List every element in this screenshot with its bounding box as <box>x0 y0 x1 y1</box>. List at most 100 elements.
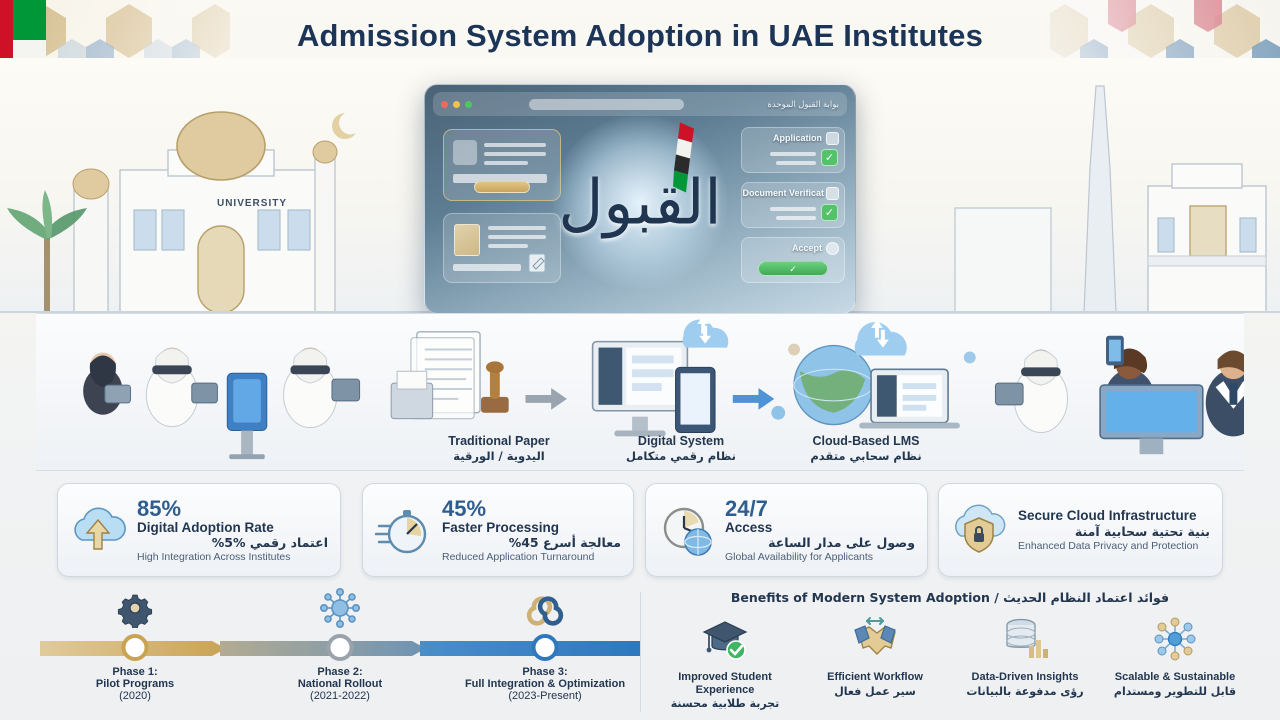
timeline-label-phase-2: Phase 2: National Rollout (2021-2022) <box>225 666 455 702</box>
emirati-users-group <box>83 347 361 460</box>
graduation-cap-check-icon <box>702 621 748 660</box>
stat-sublabel: Global Availability for Applicants <box>725 551 874 564</box>
stat-text: 85% Digital Adoption Rate اعتماد رقمي %5… <box>137 497 328 563</box>
flow-label-traditional-paper: Traditional Paper اليدوية / الورقية <box>409 434 589 463</box>
stat-sublabel: Enhanced Data Privacy and Protection <box>1018 539 1199 552</box>
benefit-label-ar: سير عمل فعال <box>834 684 916 698</box>
benefit-item-efficient-workflow[interactable]: Efficient Workflow سير عمل فعال <box>800 616 950 710</box>
adoption-flow-band: Traditional Paper اليدوية / الورقية Digi… <box>36 313 1244 471</box>
flow-label-en: Cloud-Based LMS <box>812 434 920 448</box>
section-divider <box>640 592 641 712</box>
stat-label-ar: بنية تحتية سحابية آمنة <box>1074 523 1210 539</box>
stat-card-secure-cloud[interactable]: Secure Cloud Infrastructure بنية تحتية س… <box>938 483 1223 577</box>
close-dot-icon[interactable] <box>441 100 448 108</box>
handshake-icon <box>854 617 896 655</box>
phase-title: National Rollout <box>297 678 383 690</box>
portal-name-arabic: بوابة القبول الموحدة <box>767 98 839 109</box>
stat-sublabel: High Integration Across Institutes <box>137 551 291 564</box>
step-card-document-verification[interactable]: Document Verificat ✓ <box>741 182 845 228</box>
shield-icon <box>826 242 839 255</box>
check-icon: ✓ <box>821 204 838 221</box>
maximize-dot-icon[interactable] <box>465 100 472 108</box>
flow-label-ar: نظام سحابي متقدم <box>810 449 922 463</box>
stat-label-ar: وصول على مدار الساعة <box>768 535 915 551</box>
text-line <box>770 152 816 156</box>
phase-years: (2021-2022) <box>310 690 370 702</box>
admission-portal-browser-mock[interactable]: بوابة القبول الموحدة <box>424 84 856 314</box>
text-line <box>484 161 528 165</box>
timeline-node-phase-2[interactable] <box>326 634 354 661</box>
stat-card-faster-processing[interactable]: 45% Faster Processing معالجة أسرع 45% Re… <box>362 483 634 577</box>
benefit-label-en: Improved Student Experience <box>678 671 772 696</box>
step-card-accept[interactable]: Accept ✓ <box>741 237 845 283</box>
timeline-label-phase-3: Phase 3: Full Integration & Optimization… <box>430 666 660 702</box>
stat-label-en: Faster Processing <box>442 519 560 535</box>
text-line <box>776 161 816 165</box>
gear-icon <box>117 594 153 628</box>
stat-card-24-7-access[interactable]: 24/7 Access وصول على مدار الساعة Global … <box>645 483 928 577</box>
stat-text: 24/7 Access وصول على مدار الساعة Global … <box>725 497 915 563</box>
stopwatch-icon <box>375 510 427 554</box>
admission-calligraphy-logo: القبول <box>552 114 728 291</box>
benefit-label-ar: رؤى مدفوعة بالبيانات <box>966 684 1084 698</box>
step-label: Document Verificat <box>742 188 824 198</box>
calligraphy-glow <box>552 114 728 291</box>
flow-label-en: Traditional Paper <box>448 434 550 448</box>
minimize-dot-icon[interactable] <box>453 100 460 108</box>
accept-button[interactable]: ✓ <box>758 261 828 276</box>
timeline-label-phase-1: Phase 1: Pilot Programs (2020) <box>20 666 250 702</box>
step-label: Application <box>773 133 822 143</box>
stat-value: 85% <box>137 495 182 521</box>
step-card-application[interactable]: Application ✓ <box>741 127 845 173</box>
hero-illustration: UNIVERSITY بوابة القبول الموحدة <box>0 58 1280 314</box>
phase-name: Phase 1: <box>112 666 158 678</box>
input-field[interactable] <box>453 174 547 183</box>
benefits-heading: فوائد اعتماد النظام الحديث / Benefits of… <box>730 590 1170 605</box>
browser-titlebar: بوابة القبول الموحدة <box>433 92 847 116</box>
text-line <box>488 235 546 239</box>
stat-sublabel: Reduced Application Turnaround <box>442 551 595 564</box>
submit-button[interactable] <box>474 181 530 193</box>
cloud-lock-shield-icon <box>955 504 1006 553</box>
stat-text: 45% Faster Processing معالجة أسرع 45% Re… <box>442 497 621 563</box>
clock-globe-icon <box>663 507 712 556</box>
applicant-profile-card[interactable] <box>443 129 561 201</box>
text-line <box>488 244 528 248</box>
professionals-group <box>994 335 1244 455</box>
page-title: Admission System Adoption in UAE Institu… <box>296 18 984 53</box>
timeline-node-phase-1[interactable] <box>121 634 149 661</box>
paper-stack-icon <box>390 331 509 420</box>
flow-label-ar: نظام رقمي متكامل <box>626 449 736 463</box>
benefit-item-student-experience[interactable]: Improved Student Experience تجربة طلابية… <box>650 616 800 710</box>
benefit-item-data-insights[interactable]: Data-Driven Insights رؤى مدفوعة بالبيانا… <box>950 616 1100 710</box>
benefit-label-en: Efficient Workflow <box>827 671 923 683</box>
cloud-upload-icon <box>74 507 126 550</box>
stat-cards-row: 85% Digital Adoption Rate اعتماد رقمي %5… <box>0 483 1280 577</box>
benefit-item-scalable[interactable]: Scalable & Sustainable قابل للتطوير ومست… <box>1100 616 1250 710</box>
id-card-icon <box>826 187 839 200</box>
benefit-label-en: Data-Driven Insights <box>971 671 1079 683</box>
flow-label-digital-system: Digital System نظام رقمي متكامل <box>591 434 771 463</box>
check-icon: ✓ <box>821 149 838 166</box>
text-line <box>776 216 816 220</box>
document-upload-card[interactable] <box>443 213 561 283</box>
arrow-icon <box>525 388 567 410</box>
stat-card-digital-adoption[interactable]: 85% Digital Adoption Rate اعتماد رقمي %5… <box>57 483 341 577</box>
phase-title: Pilot Programs <box>95 678 175 690</box>
phase-title: Full Integration & Optimization <box>464 678 626 690</box>
flow-label-ar: اليدوية / الورقية <box>453 449 545 463</box>
desktop-tablet-icon <box>591 315 729 437</box>
calligraphy-text: القبول <box>558 165 722 239</box>
stat-value: 24/7 <box>725 495 768 521</box>
step-label: Accept <box>791 243 822 253</box>
benefits-list: Improved Student Experience تجربة طلابية… <box>650 616 1250 710</box>
timeline-node-phase-3[interactable] <box>531 634 559 661</box>
flow-illustration <box>83 315 1244 460</box>
text-line <box>453 264 521 271</box>
page-title-container: Admission System Adoption in UAE Institu… <box>0 18 1280 54</box>
benefit-label-ar: تجربة طلابية محسنة <box>670 697 780 711</box>
phase-years: (2023-Present) <box>508 690 582 702</box>
phase-name: Phase 2: <box>317 666 363 678</box>
text-line <box>484 143 546 147</box>
url-bar[interactable] <box>529 98 684 110</box>
